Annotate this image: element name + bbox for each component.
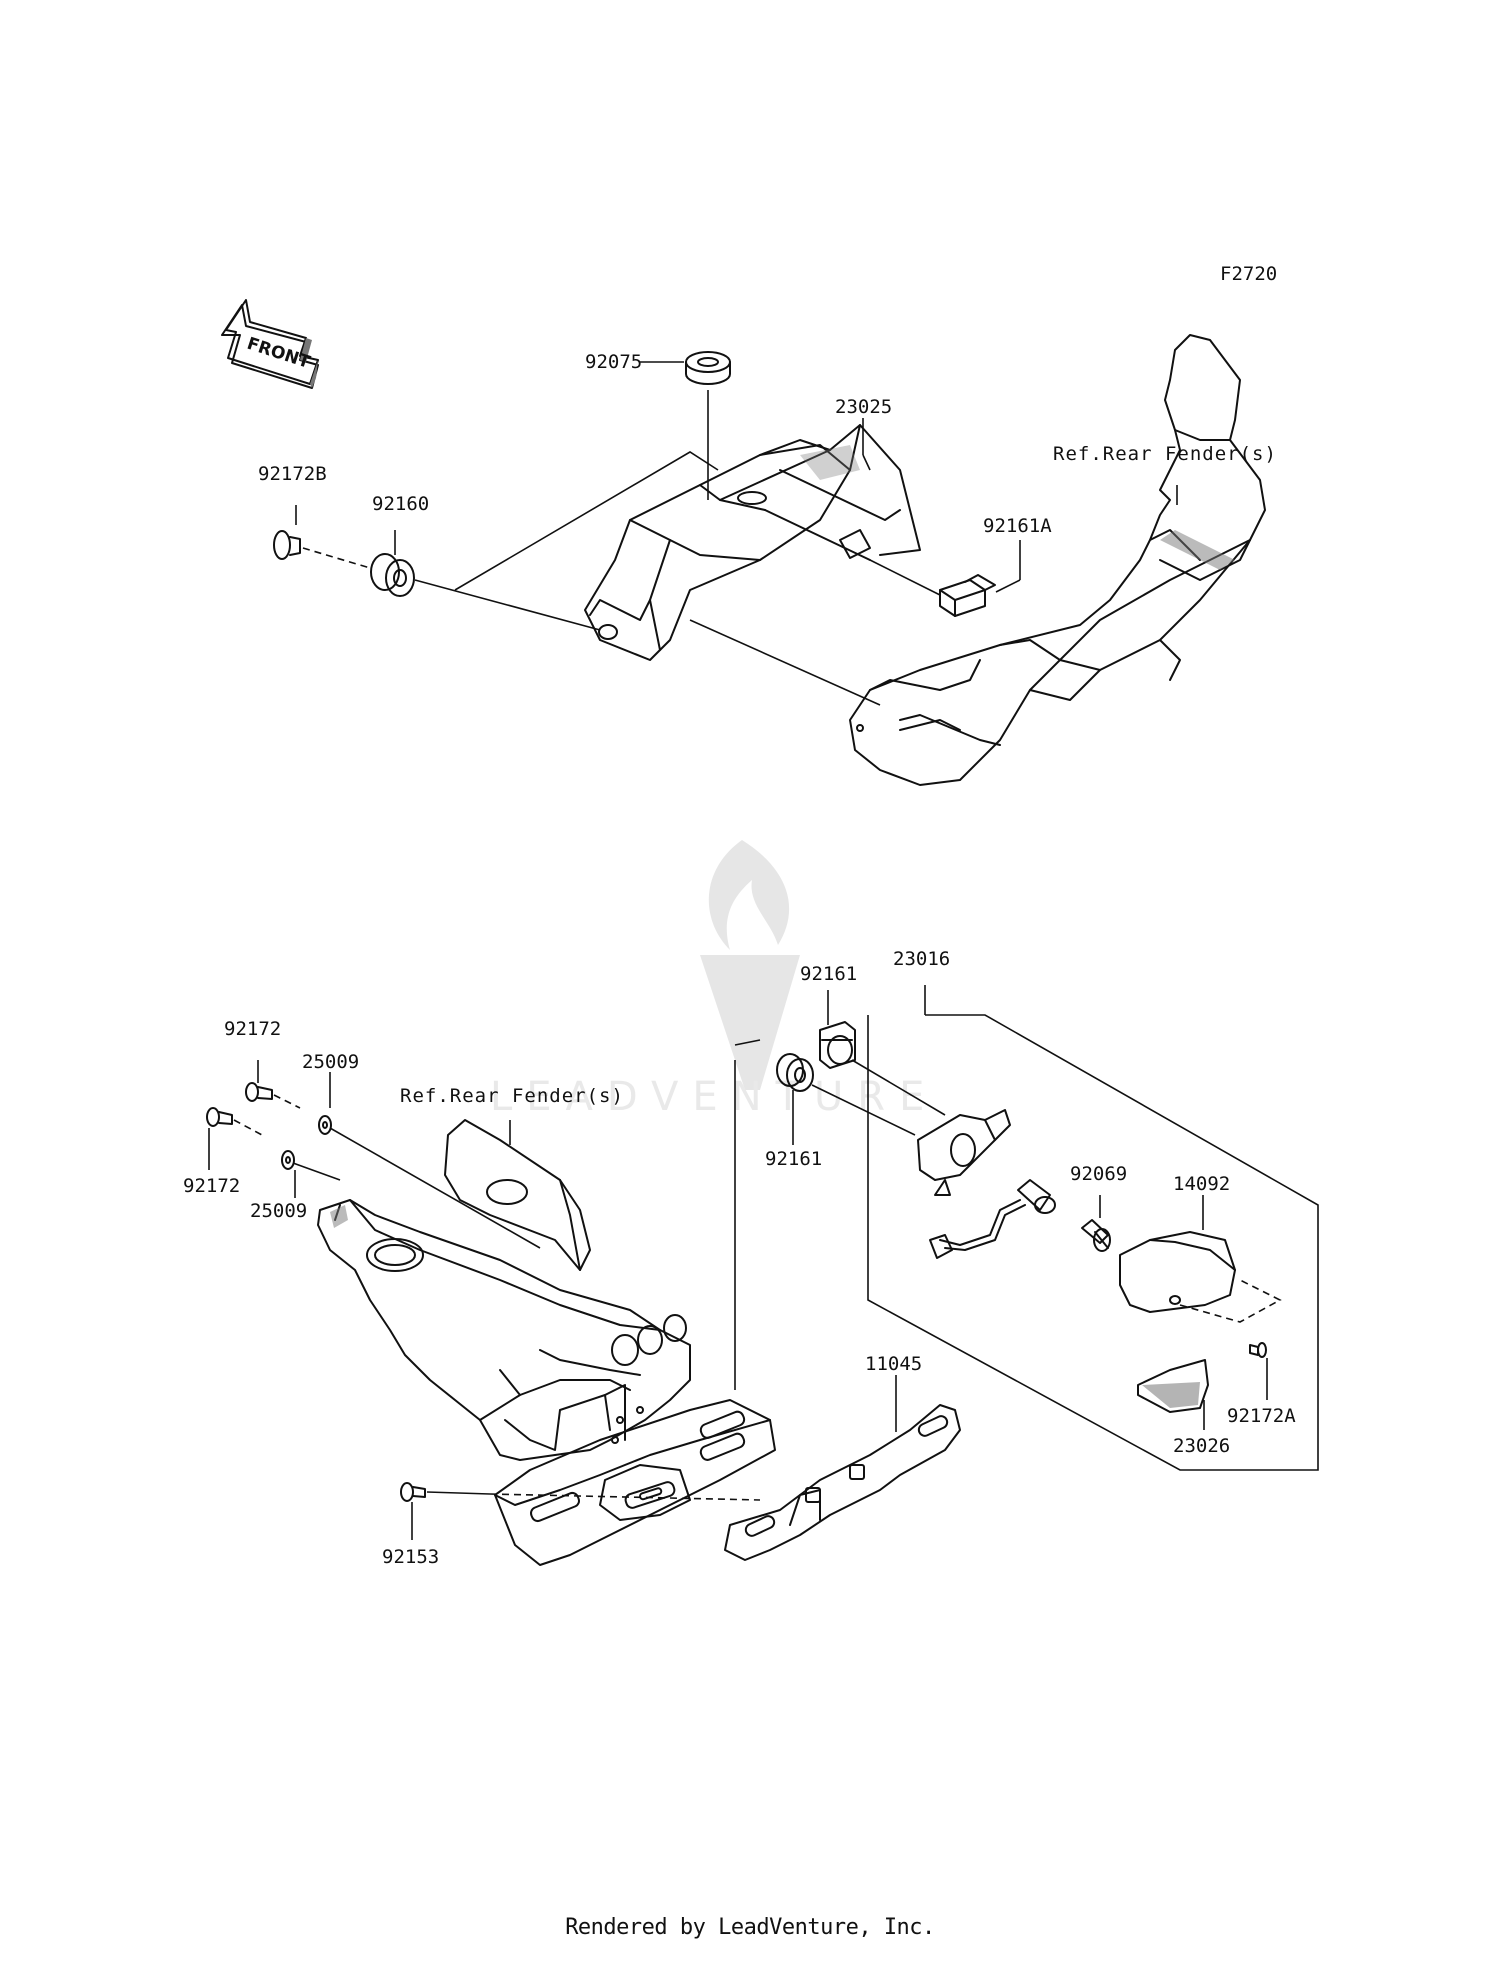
label-ref-rear-fender-top: Ref.Rear Fender(s)	[1053, 443, 1277, 465]
label-23016: 23016	[893, 948, 950, 970]
rear-fender-reference-bottom	[444, 1119, 591, 1271]
label-92172A: 92172A	[1227, 1405, 1296, 1427]
grommet-92075	[685, 351, 731, 385]
label-25009-lower: 25009	[250, 1200, 307, 1222]
label-23025: 23025	[835, 396, 892, 418]
label-92172-lower: 92172	[183, 1175, 240, 1197]
plate-bracket-11045	[724, 1404, 961, 1561]
screw-92172A	[1249, 1342, 1267, 1358]
clip-92161A	[939, 574, 996, 617]
lens-14092	[1119, 1231, 1236, 1313]
label-25009-upper: 25009	[302, 1051, 359, 1073]
label-92172-upper: 92172	[224, 1018, 281, 1040]
lower-plate-mount	[494, 1399, 776, 1566]
label-23026: 23026	[1173, 1435, 1230, 1457]
bolt-92172-lower	[206, 1107, 233, 1127]
grommet-92161-lower	[776, 1053, 814, 1092]
turn-signal-housing	[917, 1109, 1011, 1196]
screw-92153	[400, 1482, 426, 1502]
leadventure-watermark: LEADVENTURE	[490, 840, 938, 1120]
washer-25009-lower	[281, 1150, 295, 1170]
footer-credit: Rendered by LeadVenture, Inc.	[565, 1915, 935, 1940]
washer-25009-upper	[318, 1115, 332, 1135]
license-plate-bracket	[317, 1199, 691, 1461]
reflector-23026	[1137, 1359, 1209, 1413]
watermark-text: LEADVENTURE	[490, 1074, 938, 1120]
label-92161-lower: 92161	[765, 1148, 822, 1170]
bolt-92172-upper	[245, 1082, 273, 1102]
label-92069: 92069	[1070, 1163, 1127, 1185]
label-14092: 14092	[1173, 1173, 1230, 1195]
label-92075: 92075	[585, 351, 642, 373]
front-arrow-icon: FRONT	[221, 299, 319, 389]
label-92160: 92160	[372, 493, 429, 515]
label-11045: 11045	[865, 1353, 922, 1375]
bulb-92069	[1081, 1219, 1111, 1252]
grommet-92160	[370, 553, 415, 597]
grommet-92161-upper	[819, 1021, 856, 1069]
label-92153: 92153	[382, 1546, 439, 1568]
bolt-92172B	[273, 530, 301, 560]
label-ref-rear-fender-bottom: Ref.Rear Fender(s)	[400, 1085, 624, 1107]
figure-code: F2720	[1220, 263, 1277, 285]
rear-fender-reference-top	[849, 334, 1266, 786]
label-92172B: 92172B	[258, 463, 327, 485]
label-92161-upper: 92161	[800, 963, 857, 985]
bracket-23025	[584, 424, 921, 661]
label-92161A: 92161A	[983, 515, 1052, 537]
bulb-socket-with-wire	[929, 1179, 1056, 1259]
